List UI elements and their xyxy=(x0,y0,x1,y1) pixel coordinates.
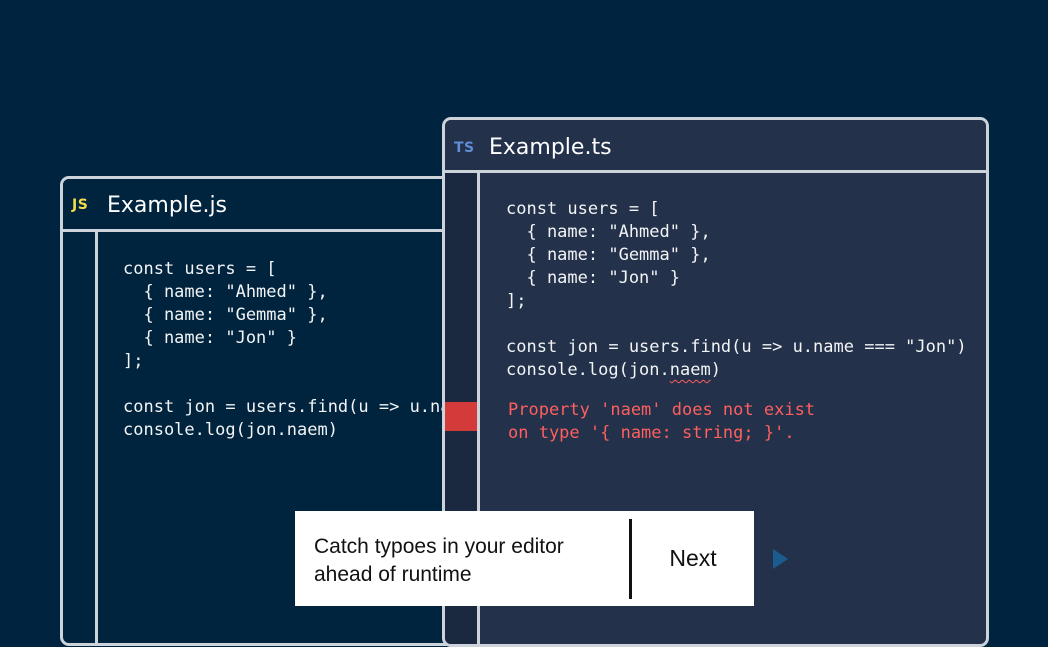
ts-filename: Example.ts xyxy=(489,135,612,160)
js-file-icon: JS xyxy=(72,197,89,213)
js-editor-gutter xyxy=(63,232,98,643)
ts-code: const users = [ { name: "Ahmed" }, { nam… xyxy=(506,198,967,382)
js-code: const users = [ { name: "Ahmed" }, { nam… xyxy=(123,259,471,440)
callout-text: Catch typoes in your editor ahead of run… xyxy=(314,535,564,586)
ts-code-main: const users = [ { name: "Ahmed" }, { nam… xyxy=(506,199,967,380)
ts-file-icon: TS xyxy=(454,140,475,156)
next-button[interactable]: Next xyxy=(669,545,717,571)
error-line-marker xyxy=(445,402,477,431)
error-squiggle-word: naem xyxy=(669,360,711,380)
error-message: Property 'naem' does not exist on type '… xyxy=(508,400,816,443)
js-editor-window: JS Example.js const users = [ { name: "A… xyxy=(60,176,480,646)
js-filename: Example.js xyxy=(107,193,228,218)
ts-code-tail: ) xyxy=(710,360,721,380)
js-editor-titlebar: JS Example.js xyxy=(63,179,477,232)
tour-callout: Catch typoes in your editor ahead of run… xyxy=(295,511,754,606)
ts-editor-titlebar: TS Example.ts xyxy=(445,120,986,173)
callout-divider xyxy=(629,519,632,599)
next-arrow-icon[interactable] xyxy=(773,549,788,569)
